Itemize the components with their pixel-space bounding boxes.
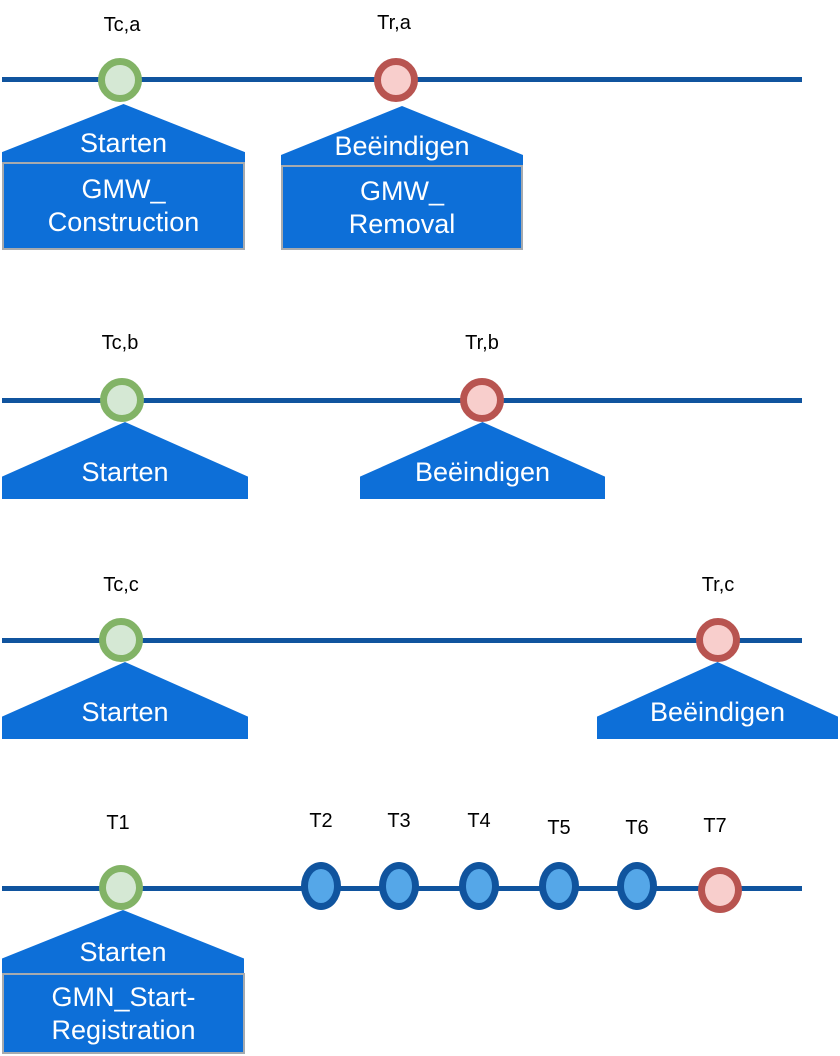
callout-starten-a: Starten [2,104,245,162]
time-label-t4: T4 [467,810,491,832]
callout-label: Starten [79,128,168,158]
callout-beeindigen-c: Beëindigen [597,662,838,739]
time-label-tc-a: Tc,a [103,14,141,36]
callout-beeindigen-b: Beëindigen [360,422,605,499]
marker-t5 [539,862,579,910]
callout-beeindigen-a: Beëindigen [281,106,523,165]
document-line: Removal [348,208,456,239]
callout-label: Beëindigen [334,131,470,161]
marker-tc-a [98,58,142,102]
document-box-gmw-construction: GMW_ Construction [2,162,245,250]
time-label-tc-b: Tc,b [101,332,139,354]
callout-label: Beëindigen [414,457,551,487]
marker-t3 [379,862,419,910]
timeline-line [2,638,802,643]
document-line: GMW_ [81,174,166,204]
document-box-gmn-start-registration: GMN_Start- Registration [2,973,245,1054]
time-label-tr-a: Tr,a [377,12,411,34]
callout-label: Starten [81,457,169,487]
marker-tr-b [460,378,504,422]
time-label-tc-c: Tc,c [103,574,139,596]
callout-starten-c: Starten [2,662,248,739]
time-label-t3: T3 [387,810,411,832]
time-label-t7: T7 [703,815,727,837]
marker-tc-b [100,378,144,422]
callout-label: Starten [81,697,169,727]
time-label-t2: T2 [309,810,333,832]
document-line: GMW_ [360,175,444,206]
callout-starten-b: Starten [2,422,248,499]
time-label-tr-b: Tr,b [465,332,499,354]
time-label-t5: T5 [547,817,571,839]
timeline-line [2,398,802,403]
marker-t4 [459,862,499,910]
callout-label: Beëindigen [649,697,786,727]
marker-t6 [617,862,657,910]
marker-t2 [301,862,341,910]
document-line: GMN_Start- [51,981,196,1012]
marker-t7 [698,867,742,913]
marker-tr-a [374,58,418,102]
callout-starten-t: Starten [2,910,244,973]
marker-tr-c [696,618,740,662]
document-line: Registration [51,1014,196,1045]
document-box-gmw-removal: GMW_ Removal [281,165,523,250]
document-line: Construction [47,207,200,237]
time-label-t6: T6 [625,817,649,839]
time-label-t1: T1 [106,812,130,834]
marker-tc-c [99,618,143,662]
marker-t1 [99,865,143,910]
callout-label: Starten [79,937,167,967]
time-label-tr-c: Tr,c [701,574,735,596]
